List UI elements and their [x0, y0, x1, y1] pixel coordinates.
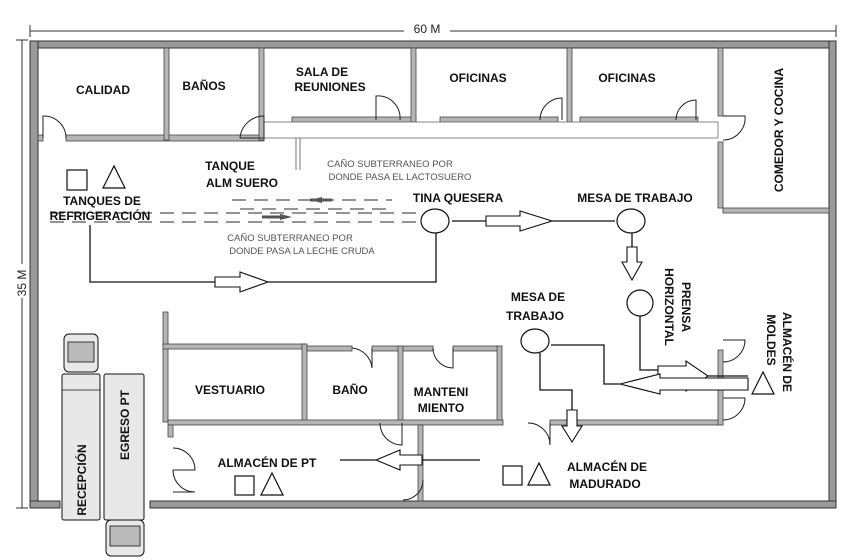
label-tanques-line1: TANQUES DE: [63, 194, 141, 208]
arrow-down: [561, 409, 583, 444]
pipe-leche-cruda: [50, 212, 420, 223]
label-almacen-moldes-line1: ALMACÉN DE: [780, 312, 795, 392]
arrow-right: [485, 210, 554, 232]
label-mesa-trabajo-2-line1: MESA DE: [511, 290, 565, 304]
label-prensa-line1: PRENSA: [679, 282, 693, 332]
note-leche-line1: CAÑO SUBTERRANEO POR: [227, 233, 353, 244]
prensa-symbol: [626, 289, 654, 317]
label-prensa-line2: HORIZONTAL: [662, 268, 676, 346]
label-mesa-trabajo-1: MESA DE TRABAJO: [577, 191, 693, 205]
pt-square-symbol: [234, 475, 255, 496]
room-vestuario: VESTUARIO: [195, 383, 265, 397]
width-label: 60 M: [414, 22, 441, 36]
label-almacen-madurado-line1: ALMACÉN DE: [567, 459, 647, 474]
label-almacen-madurado-line2: MADURADO: [569, 477, 640, 491]
room-calidad: CALIDAD: [76, 83, 130, 97]
room-oficinas-2: OFICINAS: [598, 71, 655, 85]
note-lactosuero-line1: CAÑO SUBTERRANEO POR: [327, 159, 453, 170]
label-mesa-trabajo-2-line2: TRABAJO: [506, 309, 564, 323]
label-tanque-suero-line1: TANQUE: [205, 159, 255, 173]
pipe-lactosuero: [232, 197, 392, 210]
pt-triangle-symbol: [260, 471, 284, 496]
room-sala-reuniones-line1: SALA DE: [296, 65, 348, 79]
label-tanque-suero-line2: ALM SUERO: [206, 176, 278, 190]
outer-walls: [29, 40, 837, 509]
madurado-triangle-symbol: [527, 461, 551, 486]
truck-recepcion: [61, 333, 101, 521]
label-recepcion: RECEPCIÓN: [74, 444, 89, 515]
room-mantenimiento-line2: MIENTO: [418, 401, 464, 415]
top-rooms: [37, 47, 830, 421]
label-tina-quesera: TINA QUESERA: [413, 191, 504, 205]
room-sala-reuniones-line2: REUNIONES: [294, 80, 365, 94]
mesa-trabajo-2-symbol: [520, 328, 550, 354]
dimension-width: 60 M: [29, 21, 837, 37]
room-oficinas-1: OFICINAS: [449, 71, 506, 85]
madurado-square-symbol: [502, 465, 523, 486]
dimension-height: 35 M: [12, 39, 32, 509]
height-label: 35 M: [15, 270, 29, 297]
arrow-down: [621, 246, 643, 282]
arrow-left: [619, 373, 749, 395]
mesa-trabajo-1-symbol: [616, 208, 646, 234]
label-egreso: EGRESO PT: [118, 389, 132, 460]
moldes-triangle-symbol: [751, 370, 775, 395]
tina-quesera-symbol: [420, 208, 450, 234]
triangle-symbol: [102, 164, 126, 189]
tanques-refrigeracion-symbols: [66, 164, 126, 191]
note-lactosuero-line2: DONDE PASA EL LACTOSUERO: [329, 172, 472, 183]
room-mantenimiento-line1: MANTENI: [414, 385, 469, 399]
label-almacen-pt: ALMACÉN DE PT: [218, 455, 317, 470]
process-flow: [89, 210, 749, 471]
room-banos: BAÑOS: [182, 78, 225, 93]
truck-egreso: [103, 373, 145, 557]
label-almacen-moldes-line2: MOLDES: [764, 314, 778, 365]
room-comedor: COMEDOR Y COCINA: [772, 68, 786, 193]
label-tanques-line2: REFRIGERACIÓN: [50, 208, 151, 223]
room-bano: BAÑO: [332, 382, 367, 397]
arrow-left: [374, 449, 423, 471]
arrow-right: [214, 271, 270, 293]
square-symbol: [66, 169, 88, 191]
note-leche-line2: DONDE PASA LA LECHE CRUDA: [229, 246, 375, 257]
